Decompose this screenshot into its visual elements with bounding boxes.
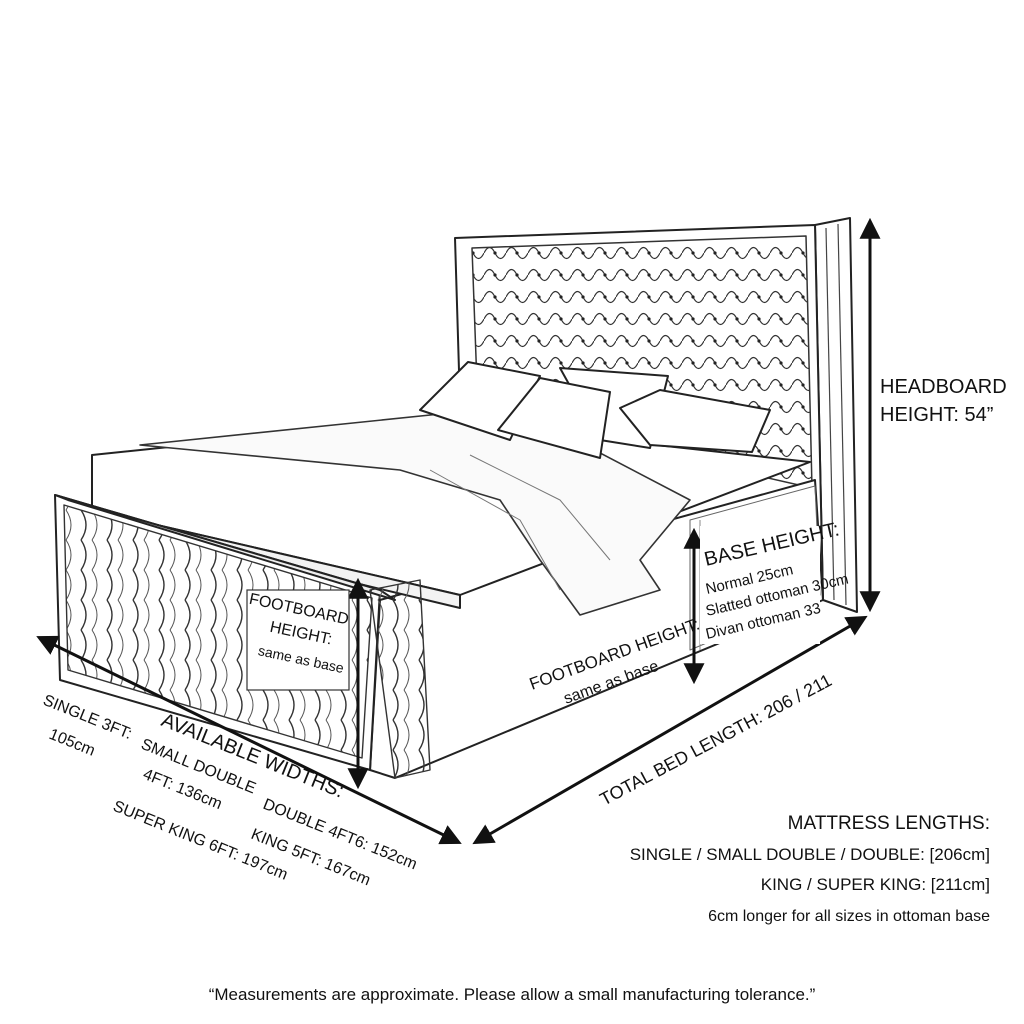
base-height-box [700, 526, 820, 644]
mattress-line2: KING / SUPER KING: [211cm] [761, 875, 990, 894]
pillow-front-left [497, 377, 611, 459]
mattress-line3: 6cm longer for all sizes in ottoman base [708, 908, 990, 925]
dimension-arrows [36, 217, 881, 845]
headboard-label-line2: HEIGHT: 54” [880, 404, 993, 426]
total-length-label: TOTAL BED LENGTH: 206 / 211 [596, 670, 834, 809]
total-length-arrow [472, 615, 868, 845]
mattress-line1: SINGLE / SMALL DOUBLE / DOUBLE: [206cm] [630, 845, 990, 864]
pillow-front-right [619, 389, 771, 453]
bed-illustration [54, 217, 858, 779]
width-arrow [36, 635, 462, 845]
headboard-label-line1: HEADBOARD [880, 376, 1007, 398]
footboard-label-box [246, 589, 350, 691]
disclaimer: “Measurements are approximate. Please al… [209, 985, 816, 1004]
width-single-b: 105cm [47, 726, 98, 760]
mattress-title: MATTRESS LENGTHS: [788, 813, 990, 834]
